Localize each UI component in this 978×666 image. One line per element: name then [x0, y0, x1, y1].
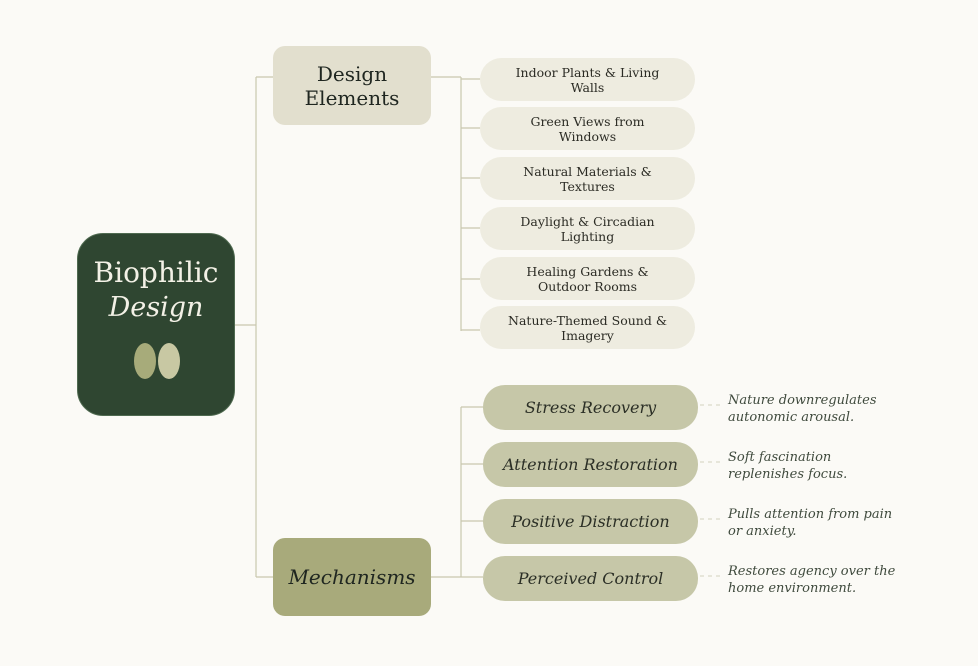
- root-title-line1: Biophilic: [93, 256, 219, 289]
- item-label: Green Views from Windows: [530, 113, 645, 144]
- mechanism-item[interactable]: Perceived Control: [483, 556, 698, 601]
- item-label: Indoor Plants & Living Walls: [515, 64, 660, 95]
- branch-mechanisms[interactable]: Mechanisms: [273, 538, 431, 616]
- item-label: Perceived Control: [517, 569, 664, 588]
- mechanism-item[interactable]: Stress Recovery: [483, 385, 698, 430]
- item-label: Nature-Themed Sound & Imagery: [508, 312, 667, 343]
- design-element-item[interactable]: Nature-Themed Sound & Imagery: [480, 306, 695, 349]
- branch-label: Design Elements: [304, 61, 400, 110]
- root-title-line2: Design: [108, 292, 204, 323]
- item-label: Natural Materials & Textures: [523, 163, 652, 194]
- item-label: Positive Distraction: [511, 512, 670, 531]
- mechanism-note: Nature downregulates autonomic arousal.: [728, 393, 877, 425]
- design-element-item[interactable]: Daylight & Circadian Lighting: [480, 207, 695, 250]
- mechanism-item[interactable]: Attention Restoration: [483, 442, 698, 487]
- twin-leaves-icon: [158, 343, 180, 379]
- item-label: Stress Recovery: [524, 398, 657, 417]
- root-node[interactable]: Biophilic Design: [77, 233, 235, 416]
- branch-label: Mechanisms: [288, 565, 416, 589]
- item-label: Healing Gardens & Outdoor Rooms: [526, 263, 649, 294]
- design-element-item[interactable]: Green Views from Windows: [480, 107, 695, 150]
- item-label: Daylight & Circadian Lighting: [520, 213, 655, 244]
- mechanism-note: Restores agency over the home environmen…: [728, 564, 896, 596]
- design-element-item[interactable]: Indoor Plants & Living Walls: [480, 58, 695, 101]
- mechanism-note: Pulls attention from pain or anxiety.: [728, 507, 893, 539]
- item-label: Attention Restoration: [503, 455, 678, 474]
- mechanism-item[interactable]: Positive Distraction: [483, 499, 698, 544]
- twin-leaves-icon: [134, 343, 156, 379]
- mechanism-note: Soft fascination replenishes focus.: [728, 450, 848, 482]
- design-element-item[interactable]: Healing Gardens & Outdoor Rooms: [480, 257, 695, 300]
- branch-design-elements[interactable]: Design Elements: [273, 46, 431, 125]
- design-element-item[interactable]: Natural Materials & Textures: [480, 157, 695, 200]
